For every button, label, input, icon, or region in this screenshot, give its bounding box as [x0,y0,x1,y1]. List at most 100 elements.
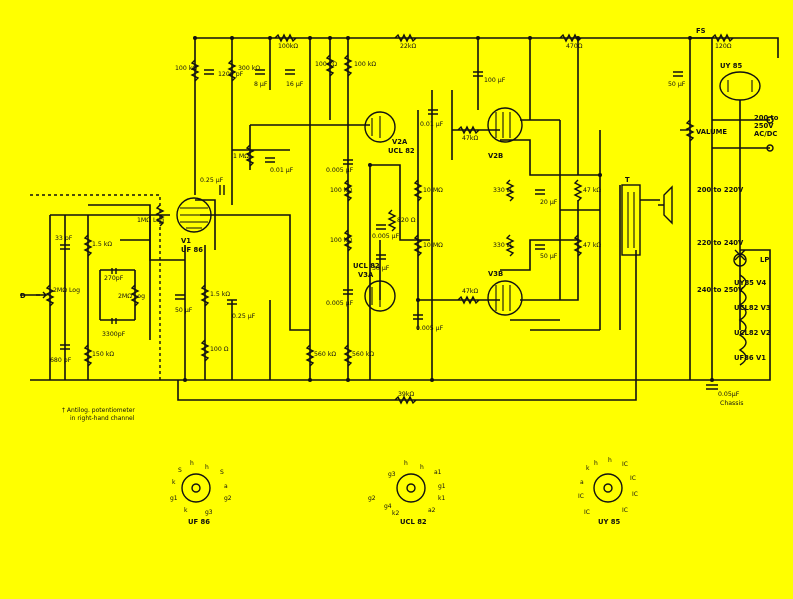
svg-text:h: h [205,464,209,471]
resistor-r14 [413,234,423,257]
speaker-icon [658,185,673,225]
svg-text:S: S [220,469,224,476]
resistor-r12 [343,229,353,252]
r4-label: 100 kΩ [315,61,337,68]
junctions [183,36,714,382]
uy85-label: UY 85 [720,62,743,70]
c5-label: 50 µF [668,81,686,88]
potentiometers: 2MΩ Log 2MΩ Log 1MΩ Log VALUME D [20,119,727,307]
resistor-r25 [343,344,353,367]
svg-text:g4: g4 [384,503,392,510]
resistors: 100 kΩ 300 kΩ 100kΩ 100 kΩ 100 kΩ 22kΩ 4… [83,33,734,405]
capacitor-c20 [111,318,117,324]
v1-label: V1 [181,237,191,245]
svg-text:UF 86: UF 86 [188,518,210,526]
base-diagram-uf86: h h S a g2 g3 g1 k S k UF 86 [170,460,232,526]
svg-text:k: k [184,507,188,514]
resistor-r24 [305,344,315,367]
pot-p4 [685,119,695,142]
capacitor-c8 [219,185,225,195]
resistor-r16 [573,179,583,202]
svg-text:IC: IC [584,509,590,516]
resistor-r11 [343,179,353,202]
c17-label: 0.25 µF [232,313,256,320]
svg-text:h: h [420,464,424,471]
r1-label: 100 kΩ [175,65,197,72]
capacitor-c12 [376,224,386,230]
chassis-label: Chassis [720,400,743,407]
resistor-r15 [505,179,515,202]
c16-label: 30 µF [372,265,390,272]
c2-label: 8 µF [254,81,268,88]
valve-uy85 [719,71,761,101]
c20-label: 3300pF [102,331,126,338]
valve-v3b [487,280,523,316]
c21-label: 680 pF [50,357,72,364]
p4-label: VALUME [696,128,727,136]
pot-p1 [45,284,55,307]
c1-label: 1200 pF [218,71,244,78]
output-transformer [621,184,641,256]
valve-v3b-grids [495,285,511,311]
r11-label: 100 kΩ [330,187,352,194]
svg-text:a: a [224,483,228,490]
c12-label: 0.005 µF [372,233,400,240]
valve-v1 [176,197,212,233]
capacitor-c16 [376,254,386,260]
r5-label: 100 kΩ [354,61,376,68]
c15-label: 50 µF [540,253,558,260]
v3a-type: UCL 82 [353,262,380,270]
c13-label: 50 µF [175,307,193,314]
svg-text:g1: g1 [438,483,446,490]
resistor-r21 [83,344,93,367]
valve-v1-grids [180,207,208,229]
capacitor-c3 [285,69,295,75]
svg-text:a2: a2 [428,507,436,514]
svg-text:k: k [172,479,176,486]
capacitor-c21 [60,344,70,350]
mains-terminal-1-icon [766,116,774,124]
lamp-label: LP [760,256,769,264]
c8-label: 0.25 µF [200,177,224,184]
resistor-r8 [711,33,734,43]
svg-text:k: k [586,465,590,472]
resistor-r27 [387,209,397,232]
r18-label: 47 kΩ [583,242,601,249]
tap-3-label: 240 to 250V [697,286,744,294]
capacitor-c4 [473,71,483,77]
p3-label: 1MΩ Log [137,217,164,224]
svg-text:g1: g1 [170,495,178,502]
v2a-label: V2A [392,138,408,146]
v1-type: UF 86 [181,246,203,254]
r16-label: 47 kΩ [583,187,601,194]
svg-text:g3: g3 [388,471,396,478]
p1-label: 2MΩ Log [53,287,80,294]
heater-1-label: UY85 V4 [734,279,767,287]
resistor-r17 [505,234,515,257]
svg-text:k2: k2 [392,510,399,517]
r24-label: 560 kΩ [314,351,336,358]
capacitor-c1 [204,69,214,75]
capacitor-c14 [535,189,545,195]
capacitor-c15 [535,244,545,250]
input-jack-symbol: D [20,292,26,300]
r6-label: 22kΩ [400,43,416,50]
c19-label: 270pF [104,275,124,282]
resistor-r10 [457,125,480,135]
c9-label: 0.01 µF [270,167,294,174]
svg-text:h: h [404,460,408,467]
c10-label: 0.005 µF [326,300,354,307]
svg-text:g2: g2 [368,495,376,502]
resistor-r22 [200,284,210,307]
capacitor-c18 [60,244,70,250]
resistor-r7 [559,33,582,43]
heater-chain [738,274,747,366]
pot-p2 [130,284,140,307]
capacitor-c11 [413,314,423,320]
resistor-r18 [573,234,583,257]
c7-label: 0.005 µF [326,167,354,174]
valve-v2a-grids [371,116,381,138]
capacitor-c22 [706,384,718,390]
r7-label: 470Ω [566,43,583,50]
output-stage: T [621,176,673,256]
